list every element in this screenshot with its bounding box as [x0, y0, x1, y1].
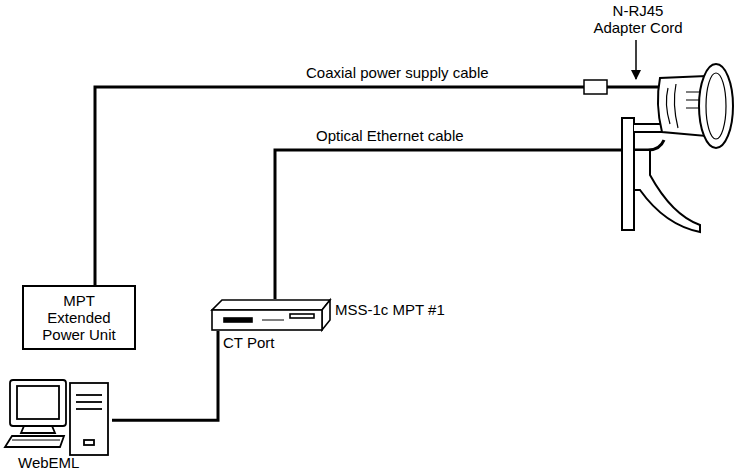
- mss-device: MSS-1c MPT #1CT Port: [212, 299, 330, 331]
- device-label: MSS-1c MPT #1: [335, 301, 445, 318]
- power-unit-box: MPT Extended Power Unit: [22, 285, 136, 350]
- callout-label: N-RJ45 Adapter Cord: [583, 2, 693, 36]
- computer-label: WebEML: [18, 454, 98, 471]
- webeml-computer: [5, 380, 108, 455]
- node-text: MPT Extended Power Unit: [30, 292, 128, 343]
- cable-label: Coaxial power supply cable: [304, 64, 491, 81]
- cable-label: Optical Ethernet cable: [314, 127, 466, 144]
- coaxial-cable: [95, 80, 662, 286]
- port-label: CT Port: [223, 334, 283, 351]
- mss-1c-device: [212, 300, 330, 330]
- optical-cable: [275, 140, 664, 299]
- cable-connector: [584, 80, 607, 94]
- computer: WebEML: [4, 378, 112, 472]
- mpt-antenna: [622, 64, 733, 232]
- leader-arrow: [635, 40, 637, 79]
